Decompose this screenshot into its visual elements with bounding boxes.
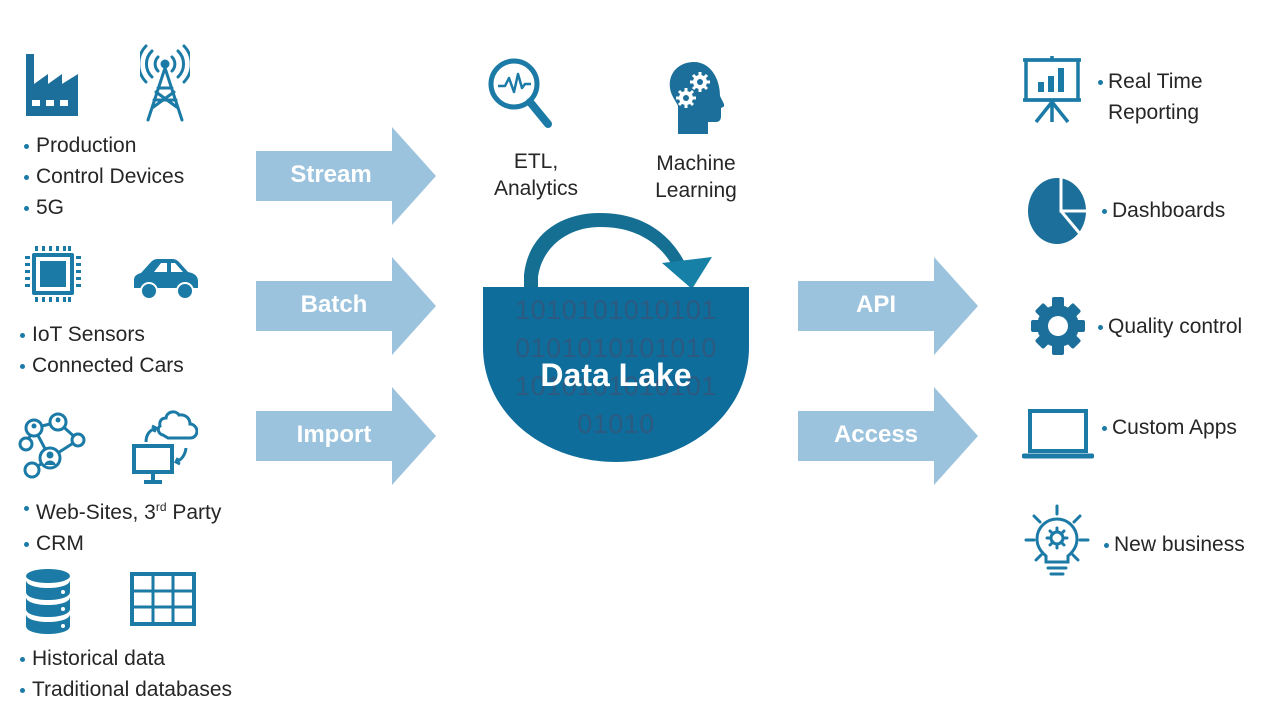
source-list-iot: IoT Sensors Connected Cars [20,319,184,381]
lightbulb-icon [1024,504,1090,580]
pie-chart-icon [1028,176,1088,246]
network-people-icon [18,410,86,482]
presentation-chart-icon [1022,56,1082,124]
database-icon [24,568,72,636]
factory-icon [24,50,80,116]
source-list-web: Web-Sites, 3rd Party CRM [24,492,221,559]
head-gears-icon [666,60,724,136]
machine-learning-label: Machine Learning [655,152,737,202]
data-lake-title: Data Lake [540,357,692,393]
import-arrow: Import [256,387,436,485]
etl-analytics-label: ETL, Analytics [493,150,579,200]
source-item: Control Devices [24,161,184,192]
access-arrow-label: Access [833,421,919,448]
output-custom-apps: Custom Apps [1102,412,1237,443]
source-item: CRM [24,528,221,559]
cell-tower-icon [140,44,190,122]
source-item: Web-Sites, 3rd Party [24,492,221,528]
source-item: Production [24,130,184,161]
analytics-magnifier-icon [486,56,554,132]
stream-arrow-label: Stream [290,161,372,188]
api-arrow: API [798,257,978,355]
output-dashboards: Dashboards [1102,195,1225,226]
batch-arrow: Batch [256,257,436,355]
data-lake: 1010101010101 0101010101010 101010101010… [483,287,749,467]
table-icon [130,572,196,626]
source-list-production: Production Control Devices 5G [24,130,184,223]
cloud-sync-icon [130,408,198,486]
car-icon [130,258,202,302]
api-arrow-label: API [855,291,896,318]
binary-pattern: 1010101010101 0101010101010 101010101010… [515,295,717,439]
output-new-business: New business [1104,529,1245,560]
source-list-historical: Historical data Traditional databases [20,643,232,705]
stream-arrow: Stream [256,127,436,225]
output-real-time-reporting: Real Time Reporting [1098,66,1203,128]
import-arrow-label: Import [296,421,372,448]
laptop-icon [1022,408,1094,462]
gear-icon [1030,295,1086,357]
source-item: Historical data [20,643,232,674]
chip-icon [24,244,82,304]
access-arrow: Access [798,387,978,485]
source-item: IoT Sensors [20,319,184,350]
source-item: Traditional databases [20,674,232,705]
source-item: Connected Cars [20,350,184,381]
output-quality-control: Quality control [1098,311,1242,342]
batch-arrow-label: Batch [300,291,368,318]
source-item: 5G [24,192,184,223]
processing-loop-arrow [520,205,720,300]
